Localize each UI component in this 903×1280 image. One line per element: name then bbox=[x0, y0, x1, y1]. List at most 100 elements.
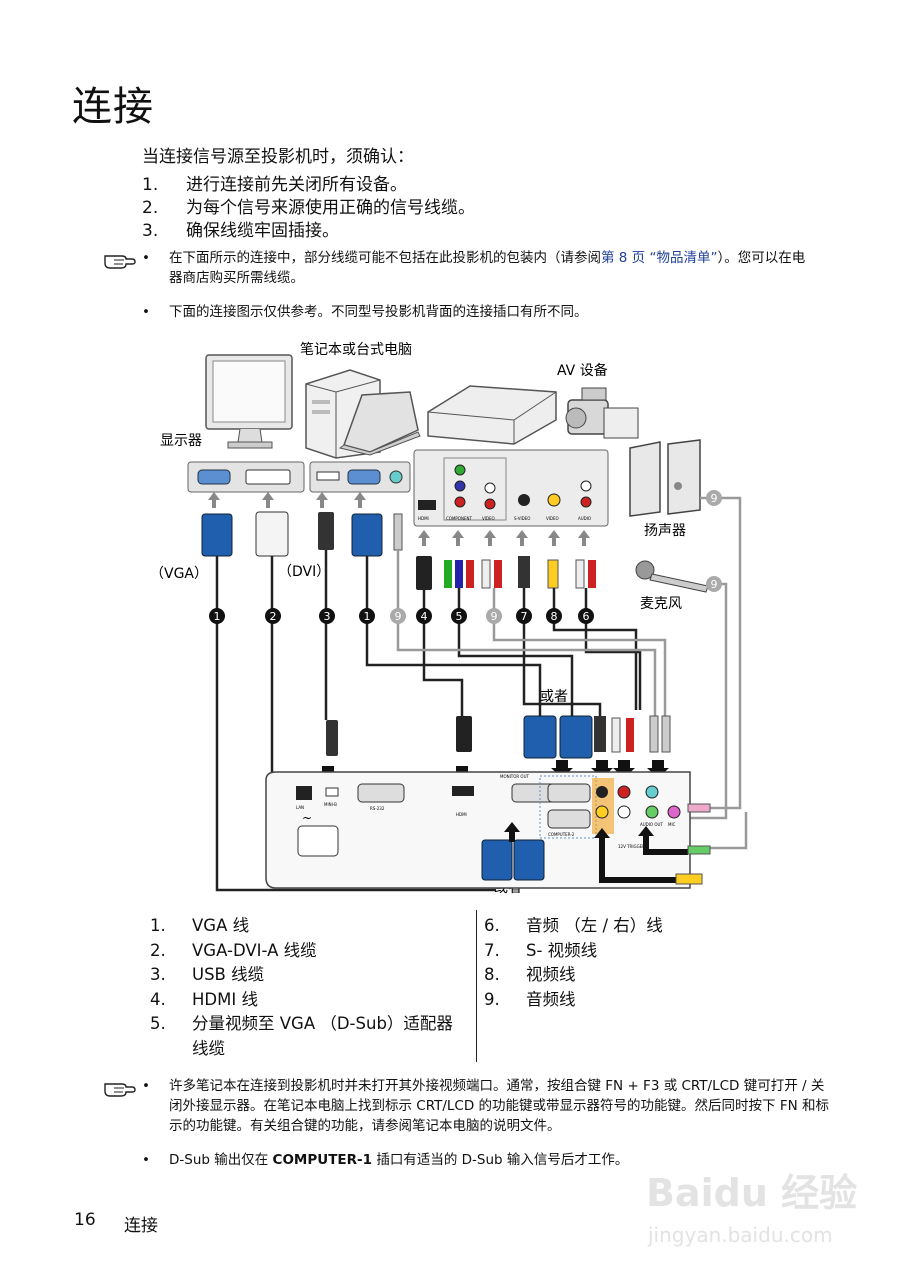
usb-plug bbox=[318, 512, 334, 550]
page-number: 16 bbox=[74, 1210, 96, 1230]
watermark-logo: Baidu 经验 jingyan.baidu.com bbox=[646, 1171, 857, 1247]
page-link[interactable]: 第 8 页 “物品清单” bbox=[601, 250, 718, 266]
list-item: 1.VGA 线 bbox=[150, 916, 250, 935]
svg-text:9: 9 bbox=[395, 610, 402, 623]
svg-text:VIDEO: VIDEO bbox=[546, 516, 559, 521]
label-monitor: 显示器 bbox=[160, 433, 202, 449]
svg-text:4: 4 bbox=[421, 610, 428, 623]
usb-port bbox=[316, 471, 340, 481]
audio-plug bbox=[661, 715, 671, 753]
svg-text:9: 9 bbox=[491, 610, 498, 623]
svg-text:9: 9 bbox=[711, 492, 718, 505]
svg-text:12V TRIGGER: 12V TRIGGER bbox=[618, 844, 645, 849]
audio-rca-plugs bbox=[575, 559, 596, 589]
legend-left: 1.VGA 线 2.VGA-DVI-A 线缆 3.USB 线缆 4.HDMI 线… bbox=[150, 914, 480, 1061]
svg-text:HDMI: HDMI bbox=[418, 516, 429, 521]
page-title: 连接 bbox=[72, 84, 154, 130]
mini-usb-port bbox=[325, 787, 339, 797]
monitor-icon bbox=[205, 354, 293, 449]
list-item: 9.音频线 bbox=[484, 989, 576, 1009]
list-item: 8.视频线 bbox=[484, 965, 576, 984]
svideo-port bbox=[518, 494, 530, 506]
note-fn-key: • 许多笔记本在连接到投影机时并未打开其外接视频端口。通常，按组合键 FN + … bbox=[142, 1078, 829, 1134]
return-cable bbox=[599, 834, 688, 883]
rs232-port bbox=[357, 783, 405, 803]
dvd-player-icon bbox=[427, 385, 557, 445]
arrow-up-icon bbox=[504, 822, 520, 842]
badges: 1 2 3 1 9 4 5 9 7 8 6 9 9 bbox=[209, 490, 722, 624]
svg-text:9: 9 bbox=[711, 578, 718, 591]
video-port bbox=[547, 493, 561, 507]
svg-text:7: 7 bbox=[521, 610, 528, 623]
label-dvi: （DVI） bbox=[278, 564, 330, 580]
label-av: AV 设备 bbox=[557, 362, 608, 379]
usb-plug bbox=[326, 720, 338, 756]
svg-text:8: 8 bbox=[551, 610, 558, 623]
dvi-port bbox=[245, 469, 291, 485]
label-vga: （VGA） bbox=[150, 566, 208, 582]
computer2-port bbox=[547, 809, 591, 829]
hand-pointer-icon bbox=[104, 255, 136, 269]
svg-text:MINI-B: MINI-B bbox=[324, 802, 337, 807]
arrow-up-icon bbox=[208, 492, 590, 546]
vga-port bbox=[197, 469, 231, 485]
svg-text:MONITOR OUT: MONITOR OUT bbox=[500, 774, 529, 779]
vga-plug bbox=[481, 839, 545, 881]
video-in-port bbox=[595, 805, 609, 819]
legend-divider bbox=[476, 910, 477, 1062]
lan-port bbox=[296, 786, 312, 800]
label-or: 或者 bbox=[540, 689, 568, 705]
svg-text:COMPUTER-2: COMPUTER-2 bbox=[548, 832, 575, 837]
list-item: 3.确保线缆牢固插接。 bbox=[142, 221, 339, 241]
audio-rca-plugs bbox=[626, 718, 634, 752]
vga-plug bbox=[201, 513, 233, 557]
list-item: 7.S- 视频线 bbox=[484, 940, 598, 960]
svg-text:VIDEO: VIDEO bbox=[482, 516, 495, 521]
video-plug bbox=[675, 873, 703, 885]
svg-text:MIC: MIC bbox=[668, 822, 676, 827]
svg-text:AUDIO OUT: AUDIO OUT bbox=[640, 822, 663, 827]
audio-rca-plugs bbox=[611, 717, 621, 753]
svg-text:S-VIDEO: S-VIDEO bbox=[514, 516, 530, 521]
svg-text:jingyan.baidu.com: jingyan.baidu.com bbox=[647, 1223, 833, 1247]
computer-icon bbox=[305, 369, 421, 459]
svg-text:HDMI: HDMI bbox=[456, 812, 467, 817]
speaker-icon bbox=[629, 439, 701, 517]
computer1-port bbox=[547, 783, 591, 803]
intro-text: 当连接信号源至投影机时，须确认： bbox=[142, 147, 414, 167]
list-item: 5.分量视频至 VGA （D-Sub）适配器 bbox=[150, 1014, 453, 1033]
audio-plug bbox=[649, 715, 659, 753]
dvi-plug bbox=[255, 511, 289, 557]
list-item: 2.VGA-DVI-A 线缆 bbox=[150, 940, 317, 960]
step-list: 1.进行连接前先关闭所有设备。 2.为每个信号来源使用正确的信号线缆。 3.确保… bbox=[142, 174, 475, 243]
hdmi-plug bbox=[456, 716, 472, 752]
label-speaker: 扬声器 bbox=[644, 523, 686, 539]
audio-plug bbox=[687, 803, 711, 813]
svg-text:2: 2 bbox=[270, 610, 277, 623]
component-group bbox=[443, 457, 507, 521]
svg-text:Baidu 经验: Baidu 经验 bbox=[646, 1171, 857, 1215]
footer-section: 连接 bbox=[124, 1216, 158, 1236]
projector-rear-panel: ~ LAN MINI-B RS-232 HDMI MONITOR OUT COM… bbox=[265, 771, 691, 889]
audio-plug bbox=[687, 845, 711, 855]
note-diagram: • 下面的连接图示仅供参考。不同型号投影机背面的连接插口有所不同。 bbox=[142, 304, 588, 320]
svideo-plug bbox=[518, 556, 530, 588]
svg-text:6: 6 bbox=[583, 610, 590, 623]
power-socket bbox=[297, 825, 339, 857]
list-item: 1.进行连接前先关闭所有设备。 bbox=[142, 175, 407, 195]
svideo-in-port bbox=[596, 786, 608, 798]
component-plugs bbox=[444, 560, 474, 588]
video-plug bbox=[547, 559, 559, 589]
svideo-plug bbox=[594, 716, 606, 752]
svg-text:1: 1 bbox=[364, 610, 371, 623]
hdmi-plug bbox=[416, 556, 432, 590]
hand-pointer-icon bbox=[104, 1083, 136, 1097]
svg-text:1: 1 bbox=[214, 610, 221, 623]
audio-plug bbox=[393, 513, 403, 551]
svg-text:RS-232: RS-232 bbox=[370, 806, 385, 811]
legend-right: 6.音频 （左 / 右）线 7.S- 视频线 8.视频线 9.音频线 bbox=[484, 914, 744, 1012]
audio-out-port bbox=[645, 805, 659, 819]
list-item: 4.HDMI 线 bbox=[150, 989, 258, 1009]
label-laptop-pc: 笔记本或台式电脑 bbox=[300, 342, 412, 358]
note-package: • 在下面所示的连接中，部分线缆可能不包括在此投影机的包装内（请参阅第 8 页 … bbox=[142, 250, 806, 286]
